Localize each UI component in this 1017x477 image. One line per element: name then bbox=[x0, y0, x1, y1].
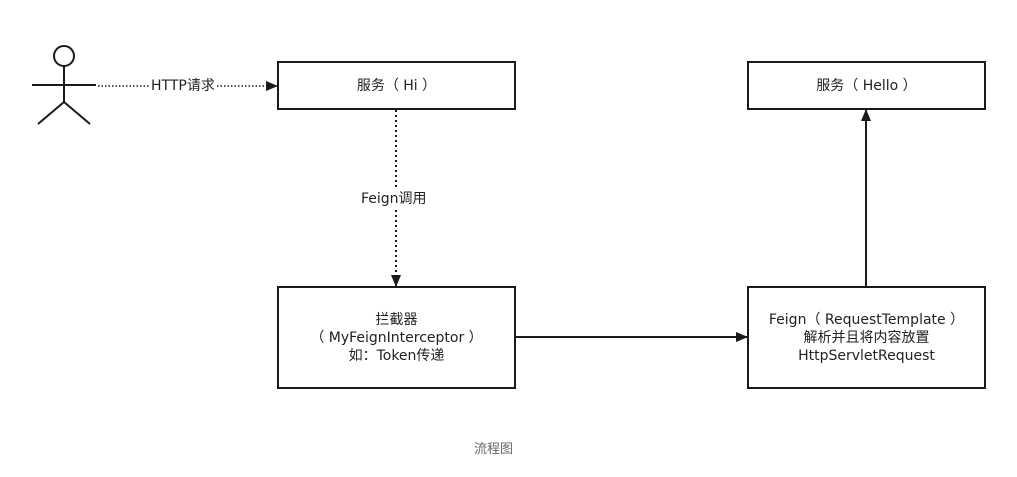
interceptor-note: 如：Token传递 bbox=[348, 347, 445, 364]
service-hello-node: 服务（ Hello ） bbox=[747, 61, 986, 110]
feign-template-desc: 解析并且将内容放置 bbox=[803, 329, 930, 346]
feign-request-template-node: Feign（ RequestTemplate ） 解析并且将内容放置 HttpS… bbox=[747, 286, 986, 389]
diagram-caption: 流程图 bbox=[474, 442, 514, 457]
interceptor-node: 拦截器 （ MyFeignInterceptor ） 如：Token传递 bbox=[277, 286, 516, 389]
feign-template-title: Feign（ RequestTemplate ） bbox=[768, 311, 965, 328]
service-hi-node: 服务（ Hi ） bbox=[277, 61, 516, 110]
user-actor-icon bbox=[32, 45, 96, 125]
service-hi-label: 服务（ Hi ） bbox=[356, 77, 437, 94]
service-hello-label: 服务（ Hello ） bbox=[816, 77, 917, 94]
interceptor-class-name: （ MyFeignInterceptor ） bbox=[310, 329, 483, 346]
feign-call-label: Feign调用 bbox=[360, 190, 428, 208]
http-request-label: HTTP请求 bbox=[150, 77, 216, 95]
feign-template-target: HttpServletRequest bbox=[798, 347, 935, 364]
interceptor-title: 拦截器 bbox=[375, 311, 418, 328]
